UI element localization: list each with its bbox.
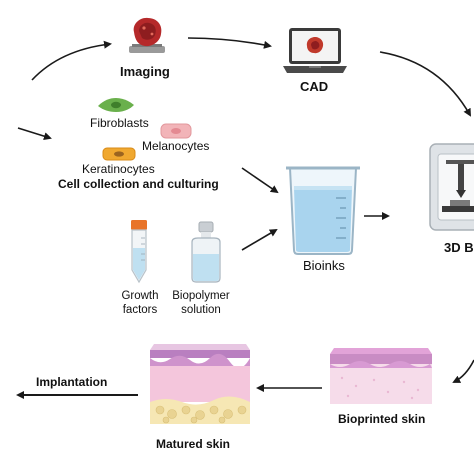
imaging-label: Imaging (120, 64, 170, 79)
tissue-scan-icon (129, 17, 165, 53)
arrow-cad-to-printer (379, 51, 471, 117)
test-tube-icon (131, 220, 147, 284)
growth-factors-label-line1: Growth (121, 290, 159, 302)
arrow-cells-to-bioinks (241, 167, 279, 194)
cell-collection-label: Cell collection and culturing (58, 177, 219, 191)
bioprinter-icon (429, 143, 474, 231)
melanocyte-cell-icon (160, 123, 192, 139)
beaker-icon (286, 166, 360, 255)
keratinocyte-cell-icon (102, 147, 136, 161)
growth-factors-label-line2: factors (122, 304, 158, 316)
arrow-start-to-imaging (31, 40, 112, 81)
bioinks-label: Bioinks (303, 258, 345, 273)
arrow-growth-to-bioinks (241, 228, 278, 251)
biopolymer-label-line2: solution (181, 304, 221, 316)
matured-skin-icon (150, 344, 250, 424)
fibroblasts-label: Fibroblasts (90, 116, 149, 130)
arrow-start-to-cells (17, 127, 52, 141)
vial-icon (191, 221, 221, 283)
biopolymer-label-line1: Biopolymer (172, 290, 230, 302)
printer-label: 3D B (444, 240, 474, 255)
skin-block-icon (330, 348, 432, 404)
matured-skin-label: Matured skin (156, 437, 231, 451)
implantation-label: Implantation (36, 375, 108, 389)
keratinocytes-label: Keratinocytes (82, 162, 155, 176)
melanocytes-label: Melanocytes (142, 139, 210, 153)
fibroblast-cell-icon (98, 98, 134, 112)
arrow-imaging-to-cad (187, 37, 272, 49)
arrow-printer-to-bioprinted (452, 359, 474, 383)
bioprinted-skin-label: Bioprinted skin (338, 412, 426, 426)
laptop-cad-icon (283, 28, 347, 73)
cad-label: CAD (300, 79, 329, 94)
